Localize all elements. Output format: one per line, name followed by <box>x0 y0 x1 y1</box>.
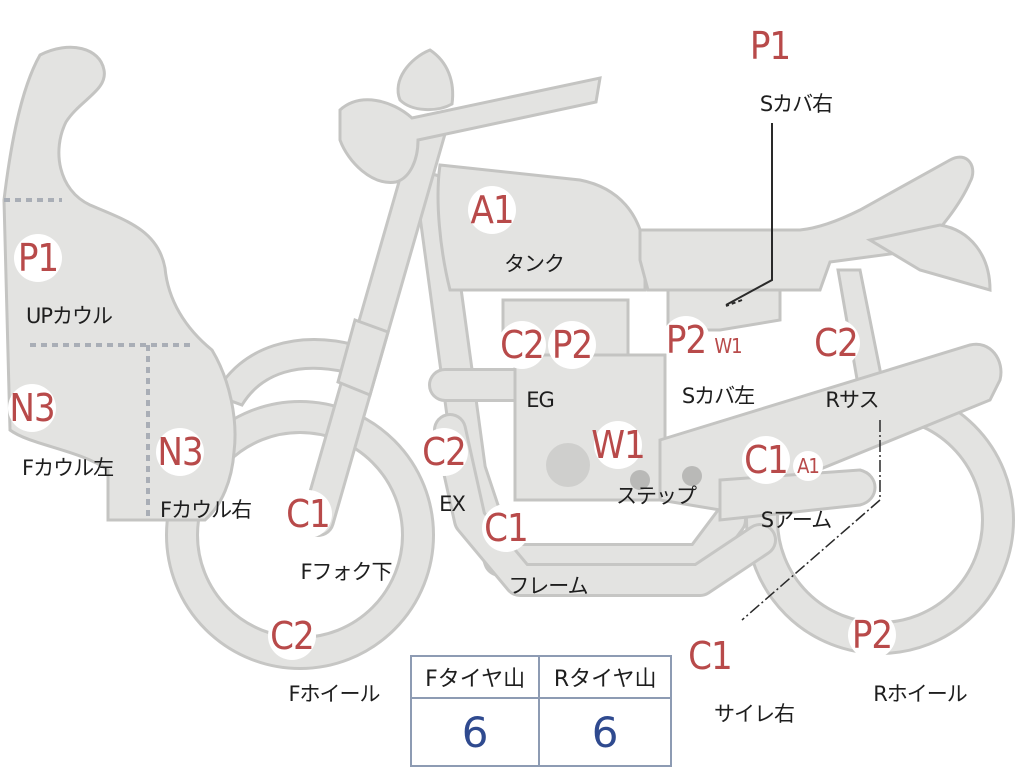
tyre-tread-table: Fタイヤ山 Rタイヤ山 6 6 <box>409 655 672 767</box>
marker-n3-front-cowl-right: N3 <box>156 428 204 476</box>
marker-w1-side-cover-left: W1 <box>713 331 743 361</box>
label-muffler-right: サイレ右 <box>714 702 795 726</box>
marker-c1-front-fork: C1 <box>284 490 332 538</box>
front-fender <box>212 338 357 407</box>
rear-tyre-header: Rタイヤ山 <box>538 655 672 699</box>
marker-p1-side-cover-right: P1 <box>746 22 794 70</box>
marker-p1-upper-cowl: P1 <box>14 234 62 282</box>
marker-w1-step: W1 <box>591 421 646 469</box>
mirror <box>396 48 455 111</box>
label-upper-cowl: UPカウル <box>26 304 113 328</box>
label-swing-arm: Sアーム <box>760 508 832 532</box>
label-frame: フレーム <box>508 574 588 598</box>
rear-tyre-value: 6 <box>538 697 672 767</box>
leader-lines <box>725 123 881 621</box>
label-tank: タンク <box>504 252 565 276</box>
label-exhaust: EX <box>439 492 466 516</box>
marker-p2-side-cover-left: P2 <box>662 316 710 364</box>
front-fork <box>301 113 447 537</box>
front-tyre-value: 6 <box>409 697 541 767</box>
label-front-cowl-left: Fカウル左 <box>22 456 114 480</box>
label-rear-wheel: Rホイール <box>873 682 968 706</box>
marker-c1-muffler-right: C1 <box>686 632 734 680</box>
marker-p2-rear-wheel: P2 <box>848 611 896 659</box>
label-engine: EG <box>526 388 555 412</box>
front-cowl <box>2 45 237 522</box>
marker-c2-exhaust: C2 <box>420 428 468 476</box>
cowl-seams <box>4 198 190 520</box>
marker-c2-rear-suspension: C2 <box>812 319 860 367</box>
label-rear-suspension: Rサス <box>825 388 879 412</box>
label-step: ステップ <box>616 484 697 508</box>
frame-tubes <box>415 173 777 597</box>
marker-n3-front-cowl-left: N3 <box>8 384 56 432</box>
marker-c2-engine: C2 <box>498 321 546 369</box>
front-tyre-header: Fタイヤ山 <box>409 655 541 699</box>
marker-c1-swing-arm: C1 <box>742 436 790 484</box>
label-side-cover-right: Sカバ右 <box>759 92 833 116</box>
marker-a1-tank: A1 <box>468 186 516 234</box>
label-side-cover-left: Sカバ左 <box>681 384 755 408</box>
handlebar <box>338 76 602 184</box>
tail-cowl <box>865 223 992 292</box>
marker-c2-front-wheel: C2 <box>268 612 316 660</box>
marker-p2-engine: P2 <box>548 321 596 369</box>
marker-c1-frame: C1 <box>482 504 530 552</box>
label-front-fork-lower: Fフォク下 <box>300 560 392 584</box>
label-front-wheel: Fホイール <box>288 682 380 706</box>
label-front-cowl-right: Fカウル右 <box>160 498 252 522</box>
steps <box>630 466 702 490</box>
marker-a1-swing-arm: A1 <box>793 451 823 481</box>
